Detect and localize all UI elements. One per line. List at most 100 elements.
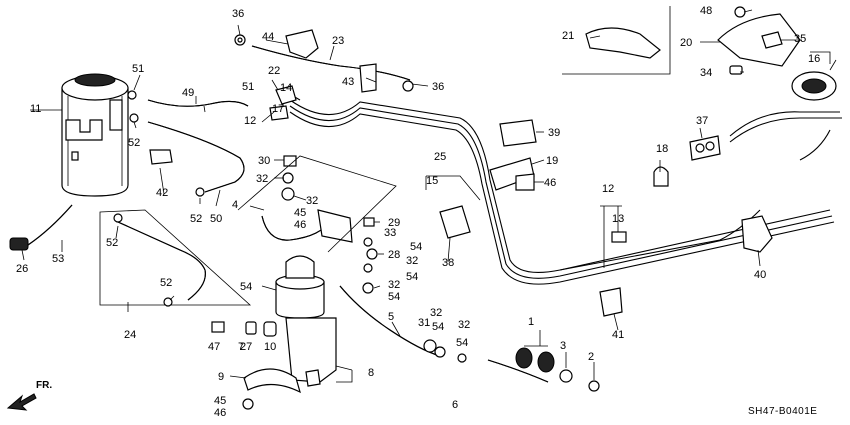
callout-52b: 52 (106, 237, 118, 249)
hose-fitting-26 (9, 237, 29, 251)
callout-11: 11 (30, 103, 41, 115)
callout-47: 47 (208, 341, 220, 353)
callout-33: 33 (384, 227, 396, 239)
callout-35: 35 (794, 33, 806, 45)
leader-lines (21, 9, 837, 383)
callout-21: 21 (562, 30, 574, 42)
filter-box (237, 155, 397, 253)
screw-48 (734, 6, 746, 18)
callout-16: 16 (808, 53, 820, 65)
callout-39: 39 (548, 127, 560, 139)
callout-10: 10 (264, 341, 276, 353)
callout-34: 34 (700, 67, 712, 79)
callout-labels: 1 2 3 4 5 6 7 8 9 10 11 12 12 13 14 15 1… (16, 5, 820, 419)
callout-54a: 54 (240, 281, 252, 293)
clip-46a (515, 173, 535, 191)
collar-27 (245, 321, 257, 335)
fuel-line-bundle (285, 91, 842, 285)
bolt-31 (423, 339, 437, 353)
callout-29: 29 (388, 217, 400, 229)
clip-52b (113, 213, 123, 223)
callout-53: 53 (52, 253, 64, 265)
clip-51 (127, 90, 137, 100)
bolt-47 (211, 321, 225, 333)
callout-50: 50 (210, 213, 222, 225)
callout-52c: 52 (190, 213, 202, 225)
washer-54b (363, 263, 373, 273)
fuel-filter (275, 255, 325, 319)
callout-46a: 46 (294, 219, 306, 231)
charcoal-canister (61, 73, 129, 197)
callout-37: 37 (696, 115, 708, 127)
callout-23: 23 (332, 35, 344, 47)
clip-13 (611, 231, 627, 243)
callout-45a: 45 (294, 207, 306, 219)
callout-6: 6 (452, 399, 458, 411)
washer-32b (281, 187, 295, 201)
callout-17: 17 (272, 103, 284, 115)
washer-2 (588, 380, 600, 392)
damper-10 (263, 321, 277, 337)
callout-38: 38 (442, 257, 454, 269)
clamp-43 (359, 63, 377, 93)
band-9 (243, 368, 301, 394)
callout-25: 25 (434, 151, 446, 163)
bracket-41 (599, 287, 623, 317)
callout-18: 18 (656, 143, 668, 155)
callout-32b: 32 (306, 195, 318, 207)
clip-35 (761, 31, 783, 49)
callout-24: 24 (124, 329, 136, 341)
part-17 (269, 105, 289, 121)
bolt-28 (366, 248, 378, 260)
diagram-code: SH47-B0401E (748, 406, 817, 417)
front-arrow (6, 393, 37, 411)
callout-48: 48 (700, 5, 712, 17)
callout-36b: 36 (432, 81, 444, 93)
callout-46c: 46 (214, 407, 226, 419)
callout-46b: 46 (544, 177, 556, 189)
clip-52a (129, 113, 139, 123)
callout-30: 30 (258, 155, 270, 167)
clip-36b (402, 80, 414, 92)
callout-7: 7 (238, 341, 244, 353)
callout-8: 8 (368, 367, 374, 379)
callout-54e: 54 (432, 321, 444, 333)
washer-54a (363, 237, 373, 247)
callout-51b: 51 (242, 81, 254, 93)
callout-40: 40 (754, 269, 766, 281)
callout-54f: 54 (456, 337, 468, 349)
bracket-44 (285, 29, 319, 59)
clamp-38 (439, 205, 471, 239)
callout-15: 15 (426, 175, 438, 187)
inset-box-21 (562, 6, 671, 75)
callout-20: 20 (680, 37, 692, 49)
callout-32f: 32 (458, 319, 470, 331)
callout-1: 1 (528, 316, 534, 328)
callout-13: 13 (612, 213, 624, 225)
callout-22: 22 (268, 65, 280, 77)
callout-32a: 32 (256, 173, 268, 185)
hose-53 (27, 204, 73, 246)
hose-box-24 (99, 209, 252, 306)
callout-51a: 51 (132, 63, 144, 75)
callout-52a: 52 (128, 137, 140, 149)
callout-19: 19 (546, 155, 558, 167)
part-14 (275, 85, 297, 105)
bolt-45-46 (242, 398, 254, 410)
callout-32c: 32 (406, 255, 418, 267)
bolt-30 (283, 155, 297, 167)
bracket-40 (741, 215, 773, 253)
washer-54c (457, 353, 467, 363)
callout-14: 14 (280, 82, 292, 94)
washer-32d (434, 346, 446, 358)
callout-54b: 54 (410, 241, 422, 253)
front-label: FR. (36, 380, 52, 391)
pressure-regulator (317, 209, 353, 243)
callout-9: 9 (218, 371, 224, 383)
damper-7 (305, 369, 321, 387)
callout-12a: 12 (244, 115, 256, 127)
callout-42: 42 (156, 187, 168, 199)
callout-28: 28 (388, 249, 400, 261)
